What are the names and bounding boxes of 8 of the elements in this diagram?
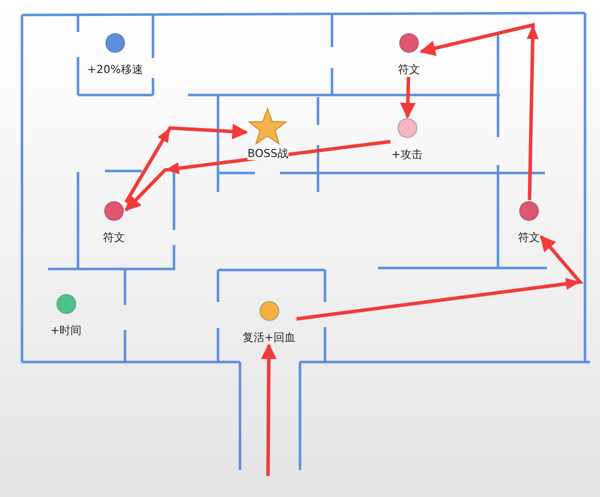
- marker-label: BOSS战: [248, 147, 288, 160]
- marker-label: 符文: [398, 63, 420, 76]
- marker-label: 符文: [103, 231, 125, 244]
- marker-label: 复活+回血: [242, 331, 296, 344]
- marker-label: +攻击: [391, 148, 423, 161]
- marker-label: +时间: [50, 324, 82, 337]
- marker-label: +20%移速: [87, 63, 143, 76]
- marker-label: 符文: [518, 231, 540, 244]
